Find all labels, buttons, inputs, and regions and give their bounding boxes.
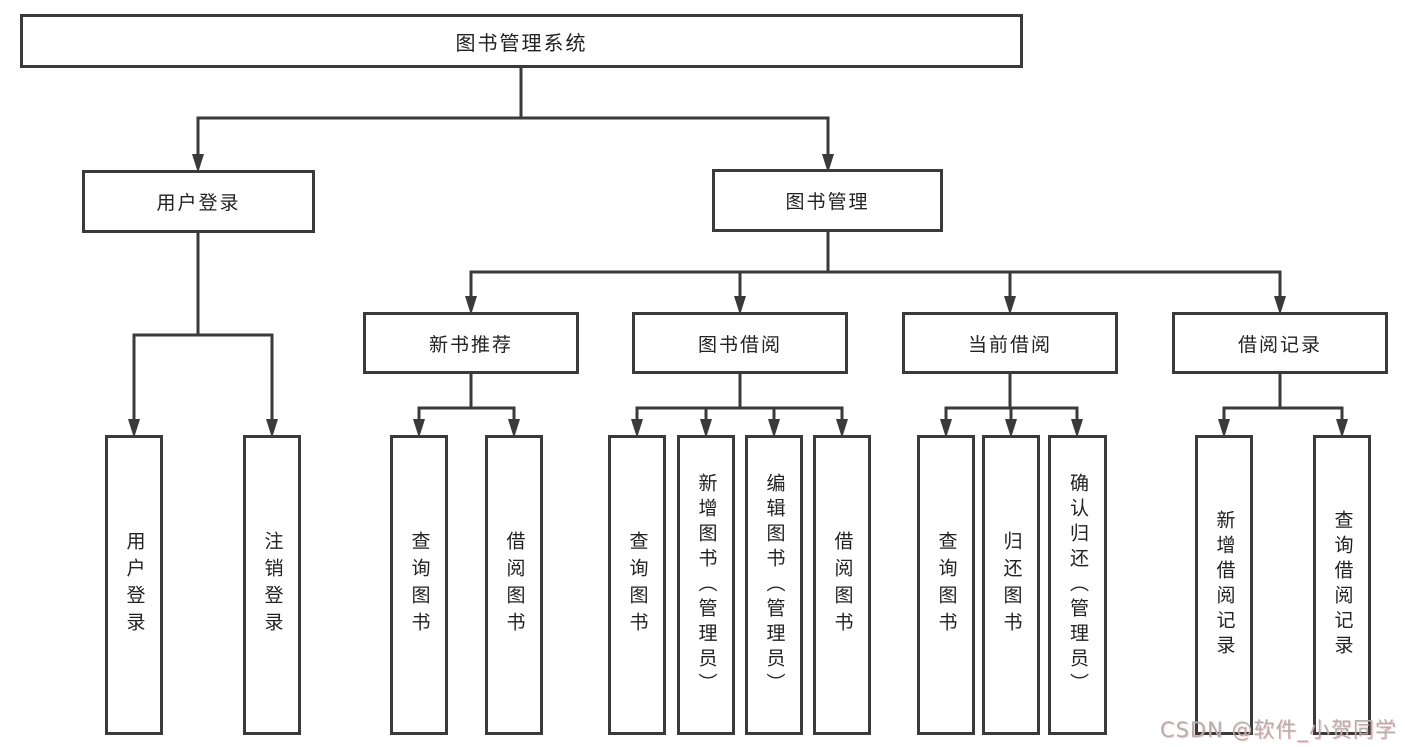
leaf-query-books-current: 查询图书 — [917, 435, 975, 735]
node-book-management: 图书管理 — [712, 169, 943, 232]
leaf-query-books-borrow: 查询图书 — [608, 435, 666, 735]
node-book-borrow: 图书借阅 — [632, 312, 848, 374]
leaf-add-books-admin: 新增图书（管理员） — [677, 435, 735, 735]
connector-book-borrow — [635, 374, 844, 420]
leaf-borrow-books-recommend: 借阅图书 — [485, 435, 543, 735]
node-borrow-records: 借阅记录 — [1172, 312, 1388, 374]
connector-new-book — [417, 374, 516, 420]
node-user-login: 用户登录 — [82, 170, 315, 233]
leaf-logout: 注销登录 — [243, 435, 301, 735]
node-new-book-recommend: 新书推荐 — [363, 312, 579, 374]
connector-borrow-records — [1222, 374, 1344, 420]
node-current-borrow: 当前借阅 — [902, 312, 1118, 374]
connector-current-borrow — [944, 374, 1079, 420]
node-root-library-system: 图书管理系统 — [20, 14, 1023, 68]
connector-book-mgmt — [469, 232, 1282, 297]
csdn-watermark: CSDN @软件_小贺同学 — [1159, 718, 1397, 742]
leaf-query-books-recommend: 查询图书 — [390, 435, 448, 735]
leaf-borrow-books: 借阅图书 — [813, 435, 871, 735]
leaf-add-borrow-record: 新增借阅记录 — [1195, 435, 1253, 735]
leaf-return-books: 归还图书 — [982, 435, 1040, 735]
leaf-user-login: 用户登录 — [105, 435, 163, 735]
leaf-confirm-return-admin: 确认归还（管理员） — [1048, 435, 1107, 735]
connector-user-login — [132, 233, 274, 420]
leaf-query-borrow-record: 查询借阅记录 — [1313, 435, 1371, 735]
connector-root — [196, 68, 830, 155]
leaf-edit-books-admin: 编辑图书（管理员） — [745, 435, 803, 735]
